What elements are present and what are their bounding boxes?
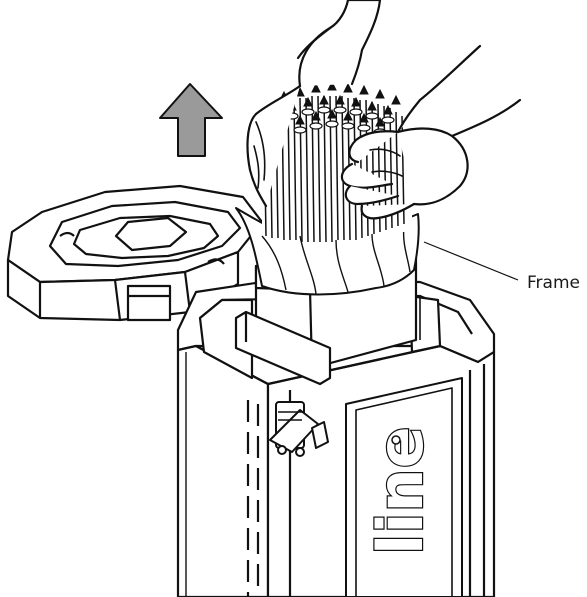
latch-clamp-icon (269, 401, 329, 457)
container-lid (6, 184, 264, 322)
brand-logo: line (363, 425, 438, 556)
frame-callout-label: Frame (527, 273, 580, 293)
left-hand (246, 0, 382, 208)
brand-logo-text: line (364, 426, 437, 555)
callout-leader-line (423, 241, 519, 281)
right-hand (340, 44, 522, 220)
up-arrow-icon (159, 83, 223, 157)
